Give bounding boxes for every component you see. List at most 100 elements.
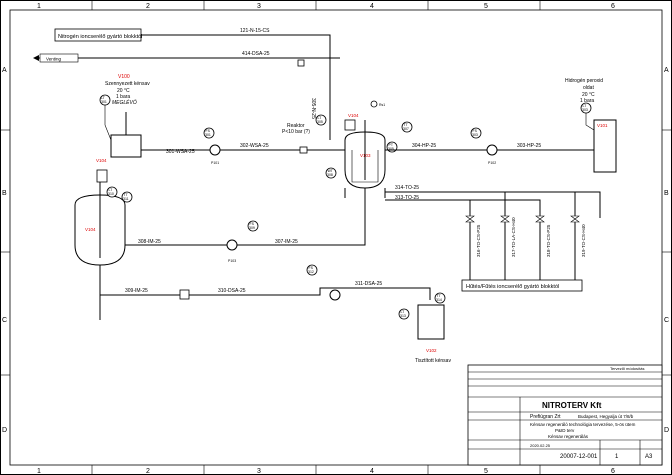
v101-tag: V101 [597, 123, 608, 128]
col-label: 1 [37, 3, 41, 10]
row-label: D [664, 427, 669, 434]
wt308-tag: WT [328, 169, 334, 173]
cooling-source-box [461, 279, 583, 292]
fs303-num: 303 [472, 133, 478, 137]
wt308-num: 308 [327, 173, 333, 177]
tt311-num: 311 [123, 197, 129, 201]
stream-302: 302-WSA-25 [240, 143, 269, 149]
nitrogen-source-label: Nitrogén ioncserélő gyártó blokktól [58, 34, 142, 40]
stream-414: 414-DSA-25 [242, 51, 270, 57]
fs312-num: 312 [308, 270, 314, 274]
col-label: 4 [370, 468, 374, 475]
pump-label: P101 [211, 161, 219, 165]
grid-markers: 1 2 3 4 5 6 1 2 3 4 5 6 A B C D A B C D [2, 3, 669, 475]
tt314-num: 314 [436, 298, 442, 302]
row-label: C [664, 317, 669, 324]
v100-state: MEGLÉVŐ [112, 99, 137, 106]
fs301-tag: FS [206, 129, 211, 133]
fs309-tag: FS [250, 222, 255, 226]
col-label: 6 [611, 3, 615, 10]
description2: P&ID terv [555, 428, 575, 433]
lt313-num: 313 [400, 314, 406, 318]
revision: 1 [615, 454, 619, 460]
col-label: 4 [370, 3, 374, 10]
reactor-pressure: P<10 bar (?) [282, 129, 310, 135]
description3: Kénsav regenerálás [548, 434, 589, 439]
tt314-tag: TT [437, 294, 442, 298]
col-label: 5 [484, 468, 488, 475]
location: Budapest, Hegyalja út 7/8/b [578, 414, 634, 419]
col-label: 3 [257, 3, 261, 10]
stream-v2: 317-TO-LA-CS-H40 [511, 217, 516, 257]
v104-left-tag: V104 [96, 158, 107, 163]
row-label: A [664, 67, 669, 74]
pump-p104 [329, 289, 341, 301]
fs303-tag: FS [473, 129, 478, 133]
stream-v4: 319-TO-CS-H40 [581, 224, 586, 257]
lt310-tag: LT [109, 188, 114, 192]
stream-v1: 316-TO-CS-P25 [476, 224, 481, 257]
v100-tag: V100 [118, 74, 130, 80]
stream-313: 313-TO-25 [395, 195, 419, 201]
pump-p103 [226, 239, 238, 251]
col-label: 2 [146, 468, 150, 475]
inner-frame [9, 9, 663, 466]
row-label: A [2, 67, 7, 74]
stream-308: 308-IM-25 [138, 239, 161, 245]
v104-tag: V104 [348, 113, 359, 118]
cooling-source-label: Hűtés/Fűtés ioncserélő gyártó blokktól [466, 284, 559, 290]
pump-label: P103 [228, 259, 236, 263]
col-label: 2 [146, 3, 150, 10]
stream-307: 307-IM-25 [275, 239, 298, 245]
lt303-num: 303 [582, 108, 588, 112]
drawing-number: 20007-12-001 [560, 454, 598, 460]
stream-311: 311-DSA-25 [355, 281, 382, 287]
lt305-num: 305 [317, 120, 323, 124]
v100-temp: 20 °C [117, 88, 130, 94]
lt301-num: 301 [101, 100, 107, 104]
col-label: 3 [257, 468, 261, 475]
stream-303: 303-HP-25 [517, 143, 541, 149]
tt307-tag: TT [404, 123, 409, 127]
row-label: B [2, 190, 7, 197]
pump-p101 [209, 144, 221, 156]
pump-label: P102 [488, 161, 496, 165]
stream-309: 309-IM-25 [125, 288, 148, 294]
row-label: D [2, 427, 7, 434]
v102-tank [417, 304, 445, 340]
stream-304: 304-HP-25 [412, 143, 436, 149]
vent-arrow [39, 53, 79, 63]
title-block: Tervezői módosítás NITROTERV Kft Prefiúg… [467, 364, 663, 466]
row-label: B [664, 190, 669, 197]
company-name: NITROTERV Kft [542, 401, 602, 410]
stream-314: 314-TO-25 [395, 185, 419, 191]
reactor-label: Reaktor [287, 123, 305, 129]
stream-v3: 318-TO-CS-P25 [546, 224, 551, 257]
rs-label: Rs1 [379, 103, 385, 107]
fs301-num: 301 [205, 133, 211, 137]
lt313-tag: LT [401, 310, 406, 314]
description: Kénsav regeneráló technológia tervezése,… [530, 422, 636, 427]
v100-pressure: 1 bara [116, 94, 130, 100]
fs312-tag: FS [309, 266, 314, 270]
v101-name: Hidrogén peroxid [565, 78, 603, 84]
v102-name: Tisztított kénsav [415, 358, 451, 364]
col-label: 1 [37, 468, 41, 475]
v103-tag: V103 [360, 153, 371, 158]
stream-121: 121-N-15-CS [240, 28, 270, 34]
date: 2020.02.25 [530, 443, 551, 448]
pt305-num: 305 [388, 147, 394, 151]
fs309-num: 309 [249, 226, 255, 230]
col-label: 6 [611, 468, 615, 475]
v100-name: Szennyezett kénsav [105, 81, 150, 87]
pump-p102 [486, 144, 498, 156]
stream-305: 305-N-25 [310, 98, 316, 119]
lt301-tag: LT [101, 96, 106, 100]
pt305-tag: PT [389, 143, 394, 147]
vent-label: Venting [46, 57, 62, 62]
lt303-tag: LT [583, 104, 588, 108]
v102-tag: V102 [426, 348, 437, 353]
project-name: Prefiúgran Zrt [530, 414, 561, 420]
lt310-num: 310 [108, 192, 114, 196]
